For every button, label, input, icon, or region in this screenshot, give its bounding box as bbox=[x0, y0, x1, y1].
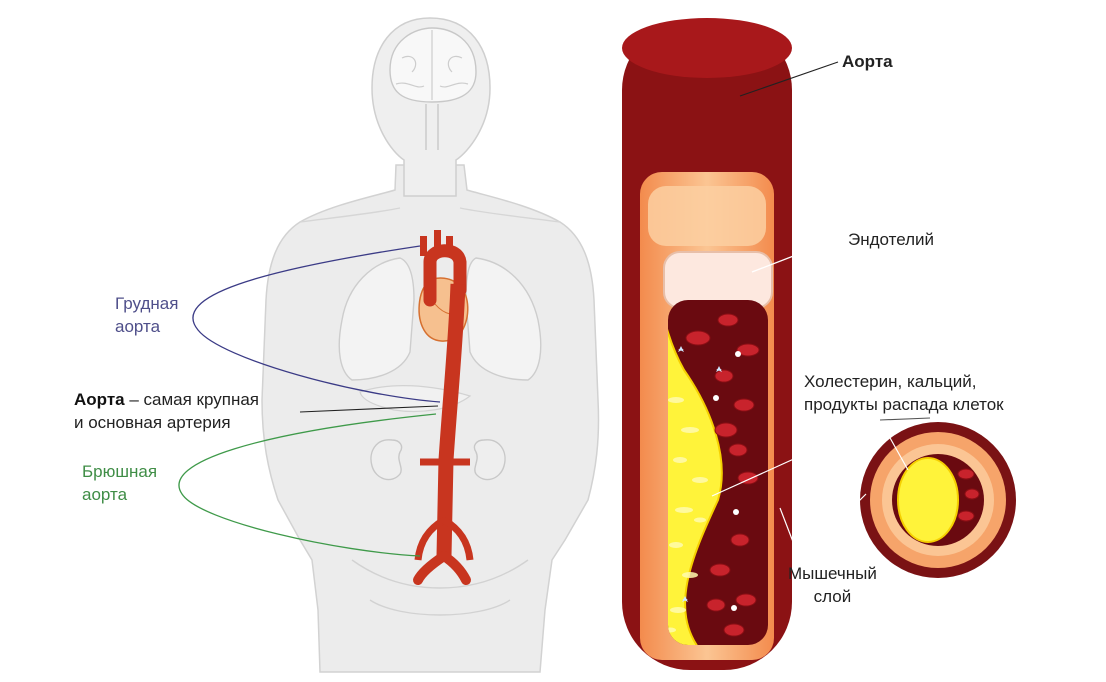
brainstem bbox=[425, 104, 439, 150]
plaque-leader-outer bbox=[879, 417, 931, 421]
left-lung bbox=[338, 257, 415, 381]
aortic-arch bbox=[423, 244, 467, 307]
aorta-definition-bold: Аорта bbox=[74, 390, 125, 409]
iliac-arteries bbox=[413, 551, 471, 585]
ring-plaque bbox=[897, 457, 959, 543]
plaque-deposit bbox=[668, 300, 723, 645]
platelets bbox=[713, 351, 741, 611]
muscle-leader bbox=[779, 493, 867, 562]
left-kidney bbox=[370, 439, 403, 481]
cholesterol-crystals bbox=[678, 346, 722, 602]
artery-top-opening bbox=[622, 18, 792, 78]
collarbones bbox=[299, 207, 561, 223]
plaque-label-line1: Холестерин, кальций, bbox=[804, 372, 977, 391]
aortic-branch bbox=[420, 236, 427, 256]
abdominal-leader bbox=[178, 413, 437, 557]
muscle-label-line2: слой bbox=[813, 587, 852, 606]
endothelium-leader bbox=[751, 237, 841, 273]
aorta-definition-leader bbox=[299, 405, 439, 413]
body-outline bbox=[261, 164, 600, 673]
thoracic-leader bbox=[192, 245, 441, 403]
plaque-texture bbox=[668, 397, 708, 633]
artery-wall-highlight bbox=[648, 186, 766, 246]
pelvis bbox=[351, 559, 529, 616]
aorta-definition-line2: и основная артерия bbox=[74, 413, 231, 432]
thoracic-label-line2: аорта bbox=[115, 317, 161, 336]
aorta-definition-label: Аорта – самая крупная и основная артерия bbox=[74, 388, 259, 434]
artery-ring bbox=[860, 422, 1016, 578]
plaque-label: Холестерин, кальций, продукты распада кл… bbox=[804, 370, 1004, 416]
aorta-leader bbox=[739, 61, 839, 97]
abdominal-label-line1: Брюшная bbox=[82, 462, 158, 481]
blood-cells bbox=[685, 313, 760, 637]
abdominal-label-line2: аорта bbox=[82, 485, 128, 504]
muscle-label: Мышечный слой bbox=[788, 562, 877, 608]
brain-folds bbox=[395, 30, 469, 100]
plaque-label-line2: продукты распада клеток bbox=[804, 395, 1004, 414]
branch-artery bbox=[414, 516, 446, 561]
endothelium-label: Эндотелий bbox=[848, 230, 935, 249]
aortic-branch bbox=[434, 230, 441, 252]
body-aorta bbox=[413, 230, 474, 585]
muscle-label-line1: Мышечный bbox=[788, 564, 877, 583]
artery-tube bbox=[622, 18, 792, 670]
ring-blood-cells bbox=[957, 468, 980, 522]
thoracic-label: Грудная аорта bbox=[115, 292, 178, 338]
abdominal-label: Брюшная аорта bbox=[82, 460, 157, 506]
descending-aorta bbox=[436, 283, 466, 557]
branch-artery bbox=[442, 516, 474, 561]
aorta-label: Аорта bbox=[842, 52, 893, 71]
right-kidney bbox=[473, 439, 506, 481]
thoracic-label-line1: Грудная bbox=[115, 294, 179, 313]
endothelium-layer bbox=[663, 251, 773, 309]
body-silhouette bbox=[261, 17, 600, 673]
brain bbox=[389, 27, 477, 103]
aorta-definition-rest: – самая крупная bbox=[124, 390, 259, 409]
